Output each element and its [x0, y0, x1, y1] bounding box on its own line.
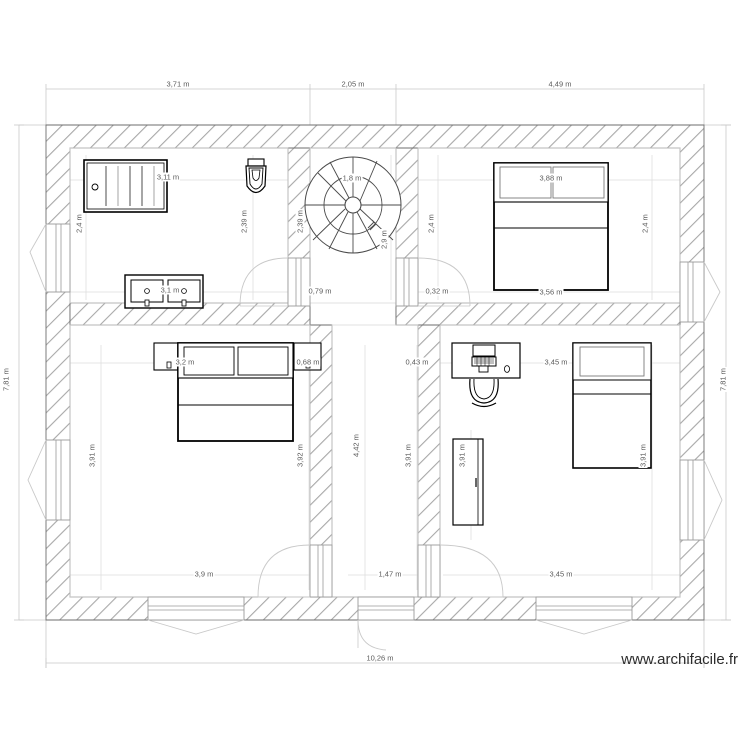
- drain-icon: [144, 288, 150, 294]
- dimension-label: 3,91 m: [87, 443, 97, 468]
- dimension-label: 3,56 m: [538, 287, 564, 297]
- dimension-label: 4,42 m: [351, 433, 361, 458]
- single-bed-bottom-right[interactable]: [572, 342, 652, 469]
- mouse-icon: [503, 365, 510, 373]
- door-bedroom-bottom-left[interactable]: [257, 544, 333, 598]
- window-bottom-right[interactable]: [535, 596, 633, 635]
- dimension-label: 3,92 m: [295, 443, 305, 468]
- window-swing: [703, 459, 723, 541]
- spiral-staircase[interactable]: [304, 156, 402, 254]
- window-right-top[interactable]: [679, 261, 721, 323]
- pillow-right: [552, 166, 605, 199]
- window-right-bottom[interactable]: [679, 459, 723, 541]
- window-swing: [147, 619, 245, 635]
- pillow-left: [499, 166, 552, 199]
- dimension-label: 2,4 m: [74, 213, 84, 234]
- dimension-lines: [14, 84, 731, 668]
- double-bed-bottom-left[interactable]: [177, 342, 294, 442]
- dimension-label: 2,05 m: [340, 79, 366, 89]
- window-left-bottom[interactable]: [27, 439, 71, 521]
- dimension-label: 10,26 m: [365, 653, 395, 663]
- door-swing: [257, 544, 311, 598]
- window-swing: [703, 261, 721, 323]
- bathroom-fixtures: [83, 158, 267, 309]
- faucet-icon: [144, 299, 150, 307]
- door-swing: [417, 257, 471, 307]
- lamp-icon: [166, 361, 172, 369]
- door-bedroom-top-right[interactable]: [395, 257, 471, 307]
- dimension-label: 2,4 m: [426, 213, 436, 234]
- dimension-label: 3,71 m: [165, 79, 191, 89]
- monitor-icon: [472, 344, 496, 357]
- toilet[interactable]: [245, 158, 267, 194]
- dimension-label: 3,91 m: [457, 443, 467, 468]
- washbasin-left: [130, 279, 164, 307]
- drain-icon: [181, 288, 187, 294]
- pillow: [579, 346, 645, 377]
- dimension-label: 0,43 m: [404, 357, 430, 367]
- keyboard-icon: [471, 356, 497, 367]
- dimension-label: 3,91 m: [638, 443, 648, 468]
- dimension-label: 3,2 m: [174, 357, 196, 367]
- dimension-label: 7,81 m: [718, 367, 728, 392]
- doors: [239, 257, 504, 598]
- window-bottom-center[interactable]: [357, 596, 415, 651]
- door-office[interactable]: [417, 544, 504, 598]
- dimension-label: 3,9 m: [193, 569, 215, 579]
- windows: [27, 223, 723, 651]
- door-swing: [239, 257, 289, 307]
- faucet-icon: [181, 299, 187, 307]
- dimension-label: 1,47 m: [377, 569, 403, 579]
- dimension-label: 2,39 m: [239, 209, 249, 234]
- dimension-label: 3,88 m: [538, 173, 564, 183]
- washbasin-unit[interactable]: [124, 274, 204, 309]
- door-bathroom[interactable]: [239, 257, 311, 307]
- dimension-label: 3,91 m: [403, 443, 413, 468]
- dimension-label: 0,32 m: [424, 286, 450, 296]
- office-chair[interactable]: [469, 378, 499, 408]
- cpu-icon: [478, 365, 489, 373]
- bedroom-bottom-left-furniture: [153, 342, 322, 442]
- stair-direction-arrow: [369, 219, 377, 231]
- computer-desk[interactable]: [451, 342, 521, 379]
- window-swing: [27, 439, 47, 521]
- stair-center-post: [344, 196, 362, 214]
- pillow-left: [183, 346, 235, 376]
- dimension-label: 3,1 m: [159, 285, 181, 295]
- dimension-label: 3,45 m: [548, 569, 574, 579]
- pillow-right: [237, 346, 289, 376]
- dimension-label: 3,45 m: [543, 357, 569, 367]
- dimension-label: 7,81 m: [1, 367, 11, 392]
- dimension-label: 3,11 m: [155, 172, 181, 182]
- double-bed-top-right[interactable]: [493, 162, 609, 291]
- window-swing: [535, 619, 633, 635]
- window-left-top[interactable]: [29, 223, 71, 293]
- dimension-label: 0,68 m: [295, 357, 321, 367]
- window-swing: [29, 223, 47, 293]
- dimension-label: 0,79 m: [307, 286, 333, 296]
- dimension-label: 2,39 m: [295, 209, 305, 234]
- dimension-label: 1,8 m: [341, 173, 363, 183]
- door-swing: [439, 544, 504, 598]
- dimension-label: 2,9 m: [379, 229, 389, 250]
- drain-icon: [91, 183, 99, 191]
- window-bottom-left[interactable]: [147, 596, 245, 635]
- shower-tray[interactable]: [83, 159, 168, 213]
- dimension-label: 4,49 m: [547, 79, 573, 89]
- dimension-label: 2,4 m: [640, 213, 650, 234]
- watermark: www.archifacile.fr: [621, 651, 738, 668]
